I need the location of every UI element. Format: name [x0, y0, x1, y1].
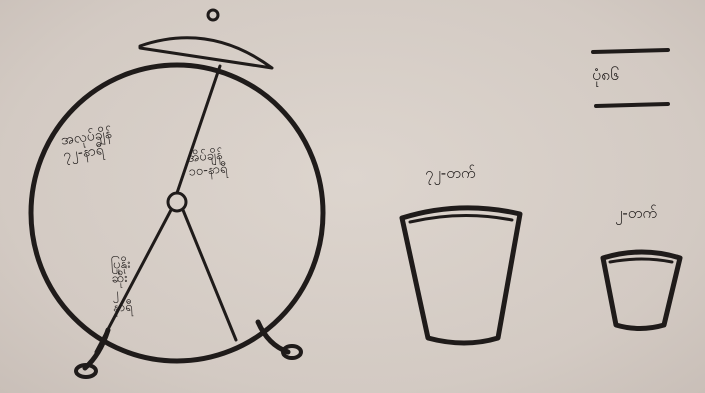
clock-bell-knob [208, 10, 218, 20]
clock-left-foot [76, 365, 96, 377]
heading-rule-bottom [596, 104, 668, 106]
sector-c-label: ပြုနိုး ဆိုး ၂ နာရီ [111, 258, 134, 316]
divider-right [183, 210, 236, 340]
large-cup [402, 208, 520, 343]
small-cup [603, 252, 680, 329]
small-cup-label: ၂-တက် [615, 205, 657, 222]
sector-b-label: အိပ်ချိန် ၁၀-နာရီ [187, 148, 228, 180]
heading-rule-top [593, 50, 668, 52]
figure-heading: ပုံ၈၆ [592, 66, 619, 84]
clock-face [31, 65, 323, 361]
small-cup-rim [610, 259, 672, 262]
clock-center [168, 193, 186, 211]
clock-bell [140, 38, 272, 68]
large-cup-label: ၇၂-တက် [425, 165, 476, 182]
large-cup-rim [410, 215, 512, 222]
divider-left [96, 210, 171, 352]
